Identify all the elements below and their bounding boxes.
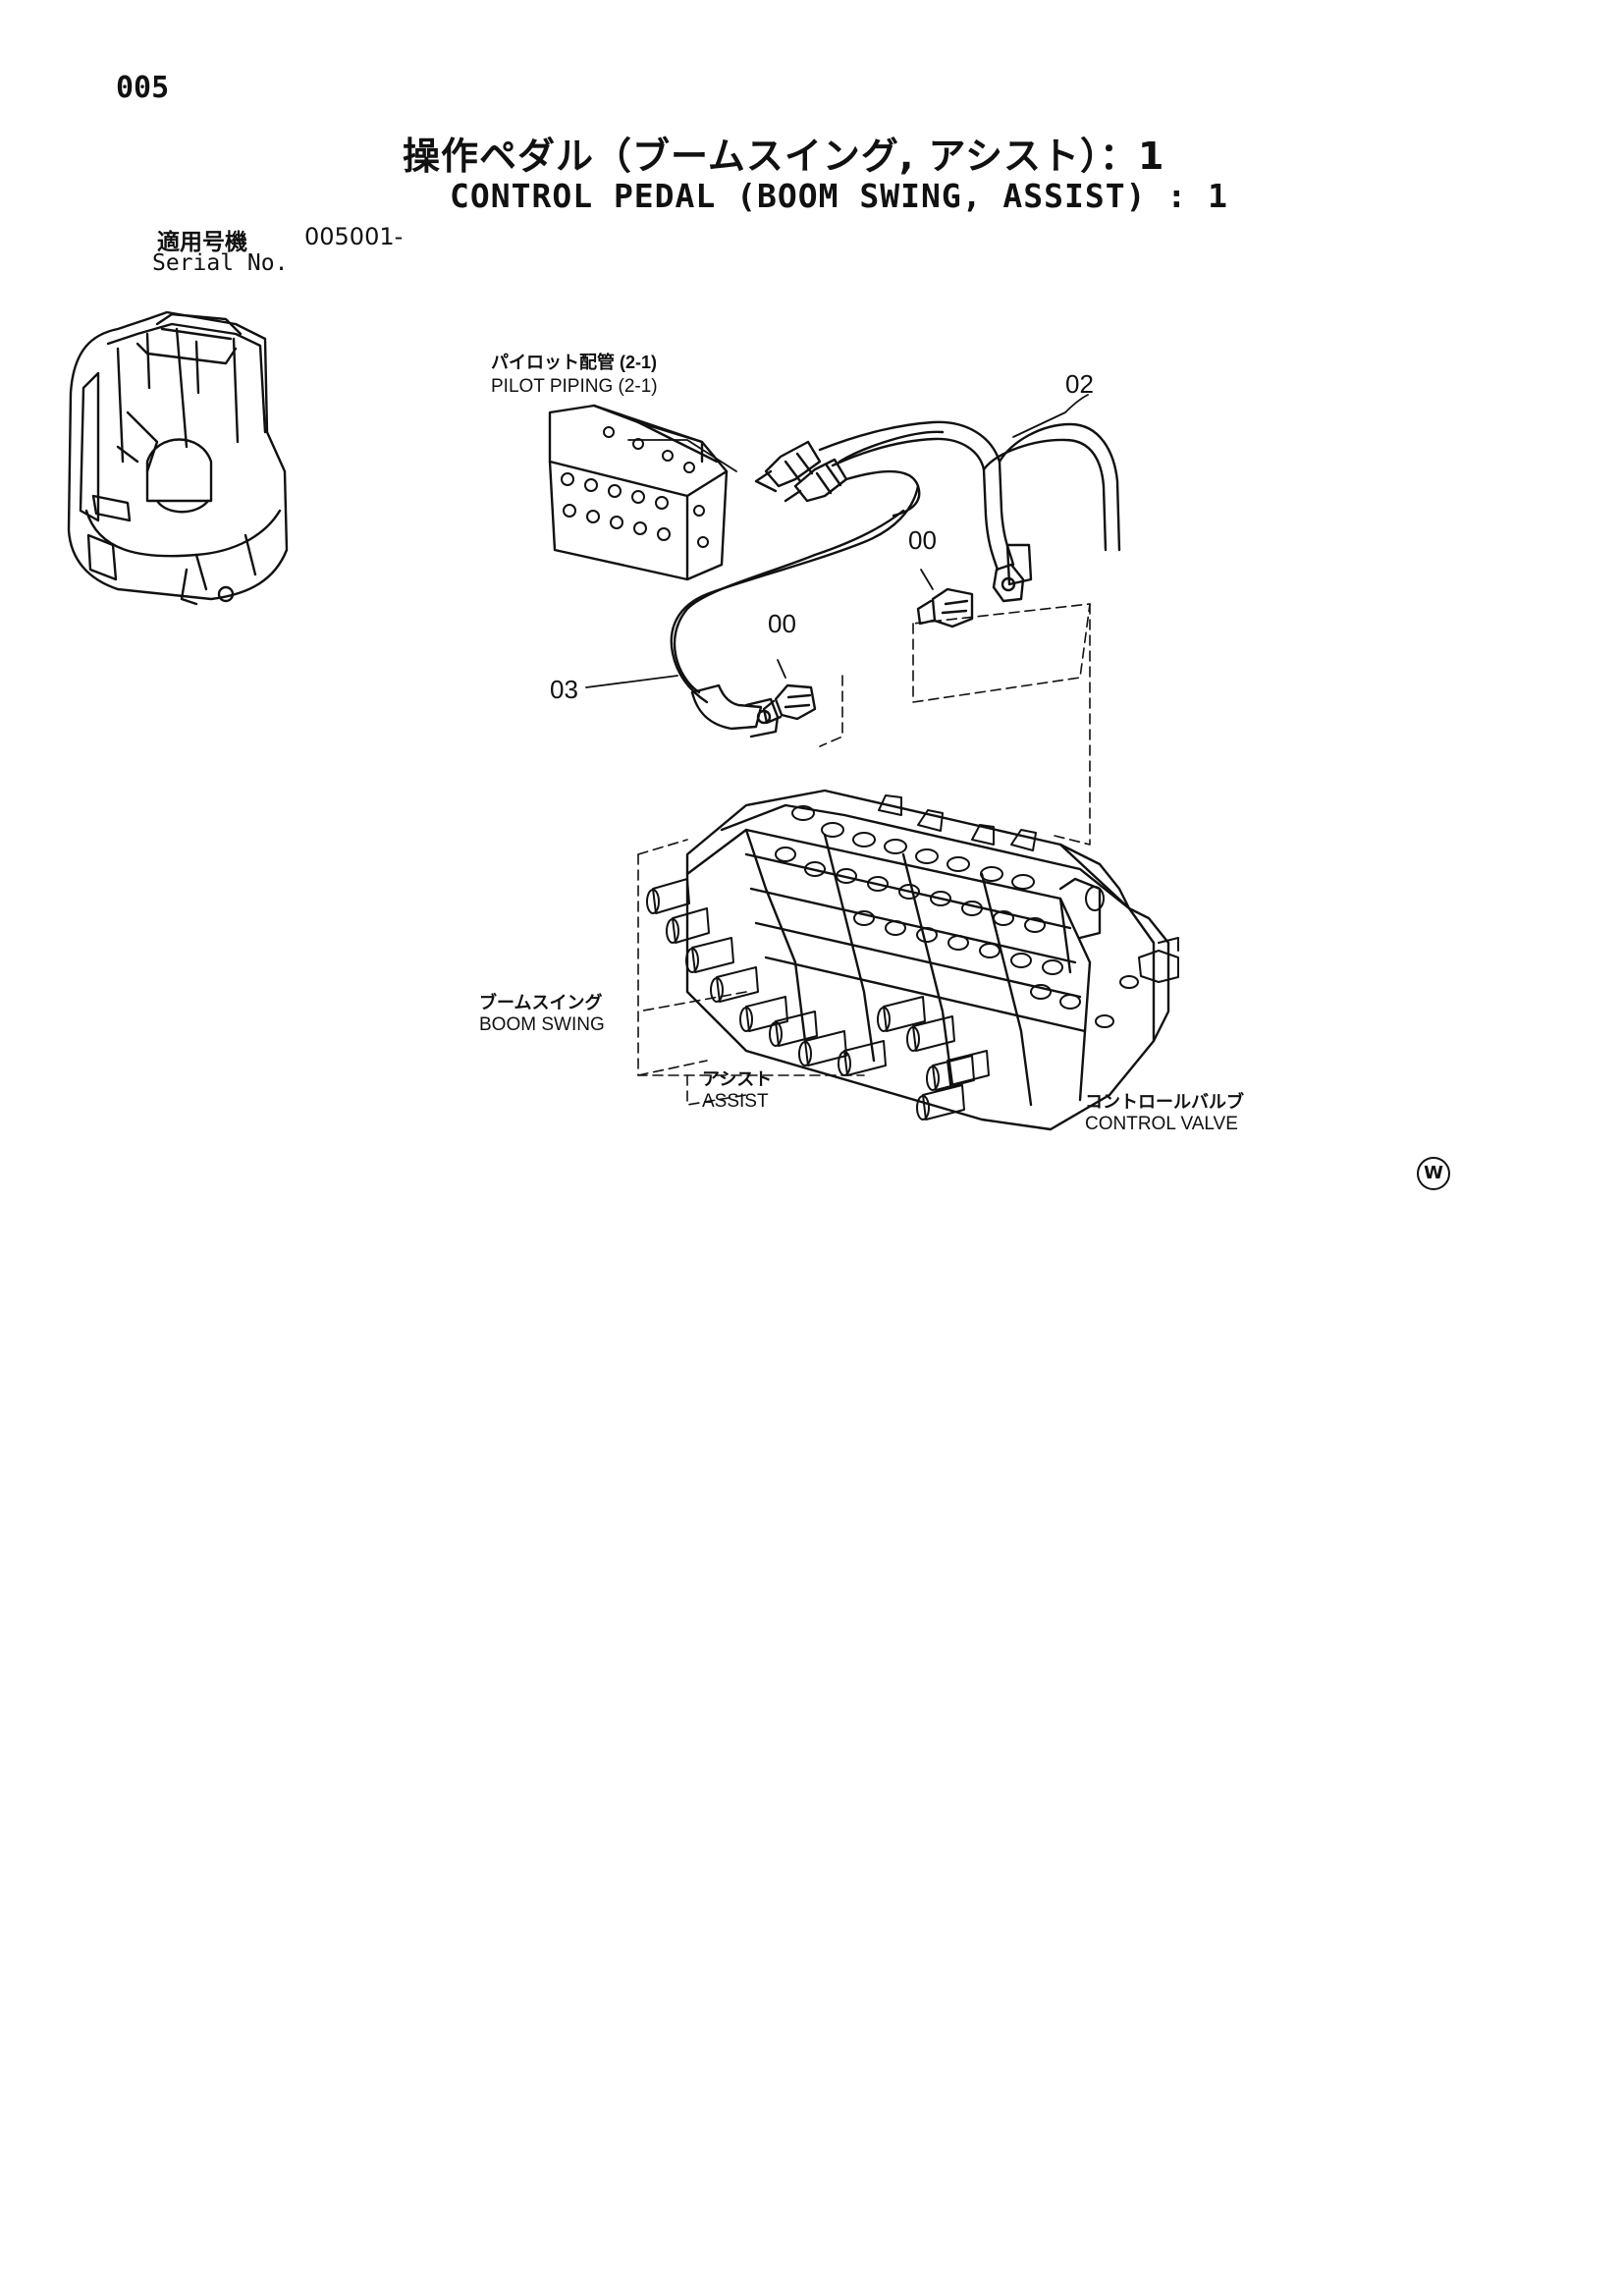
label-pilot-piping-jp: パイロット配管 (2-1) <box>491 353 658 372</box>
label-control-valve-jp: コントロールバルブ <box>1085 1092 1244 1112</box>
label-boom-swing-jp: ブームスイング <box>479 993 603 1012</box>
label-control-valve-en: CONTROL VALVE <box>1085 1114 1238 1134</box>
serial-label-jp: 適用号機 <box>157 230 247 255</box>
fitting-00-right <box>916 587 974 629</box>
hose-02 <box>818 420 1121 572</box>
label-assist-jp: アシスト <box>702 1069 773 1089</box>
fitting-00-left <box>762 683 817 725</box>
part-number-00-left: 00 <box>768 609 796 638</box>
excavator-cab-illustration <box>67 310 289 606</box>
leader-lines <box>585 394 1089 688</box>
page-title-jp: 操作ペダル（ブームスイング, アシスト）：1 <box>403 135 1165 178</box>
bracket-hose-fittings <box>754 440 848 503</box>
reference-dashed-lines <box>637 603 1091 1106</box>
upper-right-fitting <box>992 543 1033 603</box>
part-number-00-right: 00 <box>908 525 937 555</box>
pilot-piping-bracket <box>548 404 729 581</box>
serial-label-en: Serial No. <box>152 250 289 276</box>
serial-value: 005001- <box>304 223 404 250</box>
hose-03 <box>670 484 920 704</box>
part-number-02: 02 <box>1065 369 1094 399</box>
control-valve-assembly <box>646 789 1179 1131</box>
label-pilot-piping-en: PILOT PIPING (2-1) <box>491 376 658 397</box>
brand-mark-w: W <box>1417 1157 1450 1190</box>
part-number-03: 03 <box>550 675 578 704</box>
label-boom-swing-en: BOOM SWING <box>479 1014 605 1035</box>
page-title-en: CONTROL PEDAL (BOOM SWING, ASSIST) : 1 <box>450 177 1228 215</box>
page-number: 005 <box>116 71 170 105</box>
label-assist-en: ASSIST <box>702 1091 769 1112</box>
